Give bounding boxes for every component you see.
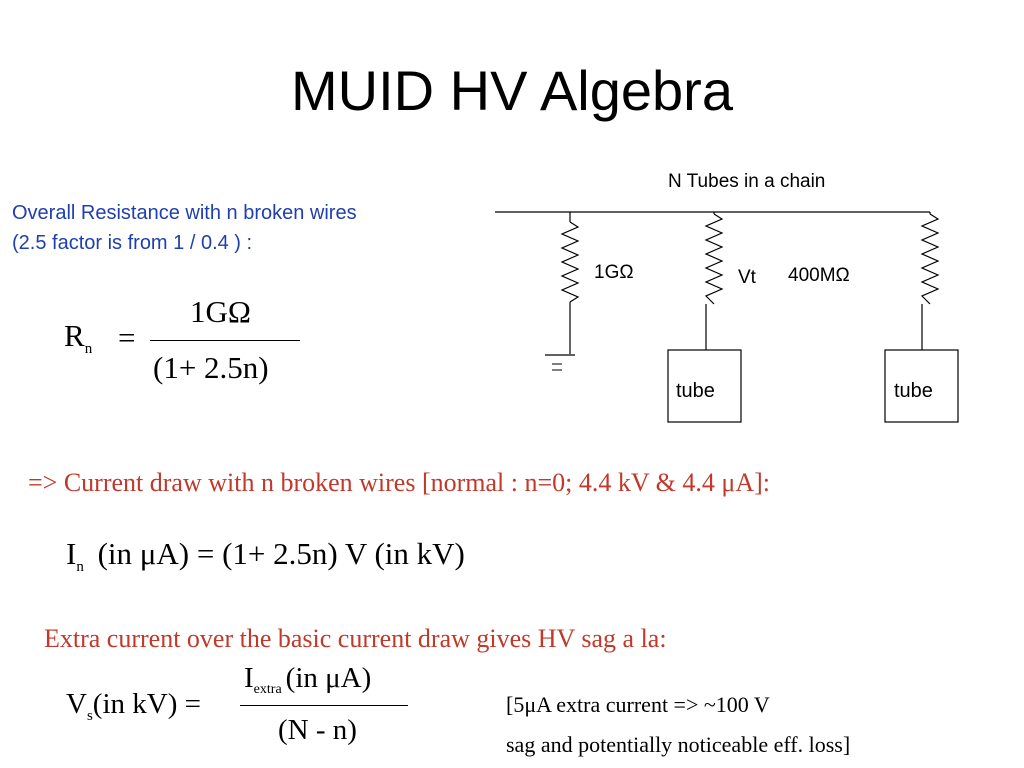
vs-fraction-bar [240,705,408,707]
chain-caption: N Tubes in a chain [668,171,825,192]
tube-1-label: tube [676,380,715,402]
in-equation: In (in μA) = (1+ 2.5n) V (in kV) [66,536,465,576]
rn-fraction-bar [150,340,300,342]
label-400m: 400MΩ [788,265,850,286]
resistor-1g-icon [560,221,580,303]
vs-numerator-subscript: extra [253,682,282,697]
vs-numerator: Iextra(in μA) [244,662,372,697]
vs-denominator: (N - n) [278,714,357,746]
in-rhs: (in μA) = (1+ 2.5n) V (in kV) [97,536,465,571]
tube-2-label: tube [894,380,933,402]
rn-equals: = [118,320,136,355]
current-draw-heading: => Current draw with n broken wires [nor… [28,468,771,497]
rn-lhs: Rn [64,318,93,357]
resistor-tube1-icon [704,213,724,305]
overall-resistance-line2: (2.5 factor is from 1 / 0.4 ) : [12,232,253,254]
vs-numerator-rest: (in μA) [285,662,372,694]
label-1g: 1GΩ [594,262,634,283]
vs-lhs-subscript: s [86,708,93,724]
tube-1-box [667,349,742,423]
note-line2: sag and potentially noticeable eff. loss… [506,732,851,757]
tube-chain-diagram: N Tubes in a chain 1GΩ Vt 400MΩ tube tub… [495,171,959,423]
overall-resistance-line1: Overall Resistance with n broken wires [12,202,357,224]
note-line1: [5μA extra current => ~100 V [506,692,770,717]
rn-lhs-subscript: n [84,341,93,357]
tube-2-box [884,349,959,423]
vs-lhs: Vs(in kV) = [66,688,201,724]
vs-lhs-rest: (in kV) = [92,688,201,720]
in-lhs: I [66,536,77,571]
in-lhs-subscript: n [76,559,84,575]
extra-current-heading: Extra current over the basic current dra… [44,624,667,653]
rn-denominator: (1+ 2.5n) [153,350,269,385]
resistor-tube2-icon [920,213,940,305]
label-vt: Vt [738,267,757,288]
page-title: MUID HV Algebra [291,59,733,122]
rn-numerator: 1GΩ [190,294,251,329]
